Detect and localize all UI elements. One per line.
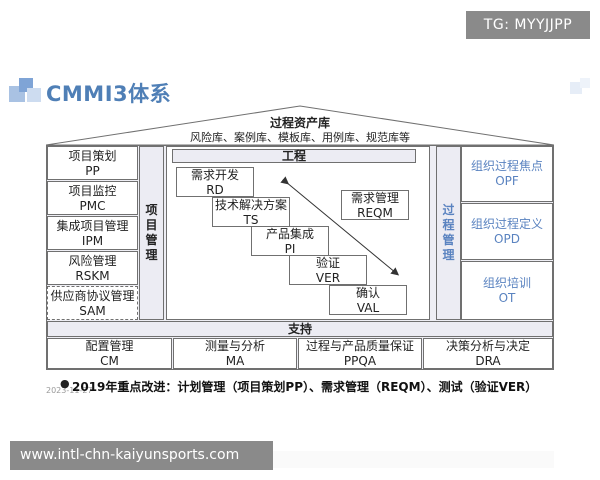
improvement-note: 2019年重点改进：计划管理（项目策划PP）、需求管理（REQM）、测试（验证V… bbox=[72, 380, 538, 394]
item-name: 组织培训 bbox=[482, 276, 531, 290]
item-abbr: MA bbox=[225, 354, 245, 368]
item-abbr: PMC bbox=[79, 199, 106, 213]
item-name: 项目策划 bbox=[68, 149, 117, 163]
decoration-icon bbox=[570, 78, 590, 94]
flow-arrow bbox=[280, 176, 400, 276]
support-label: 支持 bbox=[47, 321, 553, 337]
step-abbr: VAL bbox=[356, 301, 380, 315]
right-pillar-label-text: 过程管理 bbox=[436, 203, 461, 263]
item-abbr: PP bbox=[85, 164, 100, 178]
cube-logo-icon bbox=[9, 78, 41, 102]
item-abbr: OPF bbox=[495, 174, 519, 188]
item-name: 组织过程焦点 bbox=[470, 159, 543, 173]
left-pillar-label-box bbox=[139, 146, 164, 320]
item-abbr: CM bbox=[100, 354, 119, 368]
item-abbr: SAM bbox=[79, 304, 106, 318]
item-abbr: PPQA bbox=[343, 354, 377, 368]
bullet-icon: ● bbox=[60, 377, 70, 390]
item-name: 项目监控 bbox=[68, 184, 117, 198]
left-pillar-label: 项目管理 bbox=[139, 203, 164, 263]
item-name: 集成项目管理 bbox=[56, 219, 129, 233]
step-name: 确认 bbox=[355, 286, 380, 300]
right-pillar-label-box bbox=[436, 146, 461, 320]
item-abbr: DRA bbox=[475, 354, 501, 368]
right-pillar-label: 过程管理 bbox=[436, 203, 461, 263]
item-abbr: OT bbox=[498, 291, 516, 305]
item-name: 配置管理 bbox=[85, 339, 134, 353]
step-name: 需求开发 bbox=[190, 168, 239, 182]
url-watermark: www.intl-chn-kaiyunsports.com bbox=[10, 441, 273, 470]
vertical-char: 过 bbox=[442, 203, 455, 217]
vertical-char: 理 bbox=[145, 248, 158, 262]
watermark-tag: TG: MYYJJPP bbox=[466, 11, 590, 39]
vertical-char: 程 bbox=[442, 218, 455, 232]
vertical-char: 管 bbox=[145, 233, 158, 247]
left-pillar-label-text: 项目管理 bbox=[139, 203, 164, 263]
vertical-char: 项 bbox=[145, 203, 158, 217]
roof-title: 过程资产库 bbox=[269, 116, 330, 130]
date-stamp: 2023-11-27 bbox=[46, 386, 93, 395]
step-name: 技术解决方案 bbox=[214, 198, 287, 212]
roof-subtitle: 风险库、案例库、模板库、用例库、规范库等 bbox=[190, 131, 410, 144]
vertical-char: 管 bbox=[442, 233, 455, 247]
vertical-char: 目 bbox=[145, 218, 158, 232]
engineering-label: 工程 bbox=[172, 149, 416, 163]
item-abbr: IPM bbox=[81, 234, 104, 248]
item-name: 组织过程定义 bbox=[470, 217, 543, 231]
item-name: 测量与分析 bbox=[204, 339, 265, 353]
step-abbr: TS bbox=[243, 213, 259, 227]
item-name: 风险管理 bbox=[68, 254, 117, 268]
step-abbr: RD bbox=[206, 183, 224, 197]
vertical-char: 理 bbox=[442, 248, 455, 262]
item-abbr: RSKM bbox=[75, 269, 110, 283]
item-abbr: OPD bbox=[494, 232, 520, 246]
item-name: 供应商协议管理 bbox=[50, 289, 135, 303]
item-name: 决策分析与决定 bbox=[445, 339, 530, 353]
roof bbox=[46, 105, 554, 145]
page-title: CMMI3体系 bbox=[46, 82, 172, 106]
item-name: 过程与产品质量保证 bbox=[305, 339, 414, 353]
